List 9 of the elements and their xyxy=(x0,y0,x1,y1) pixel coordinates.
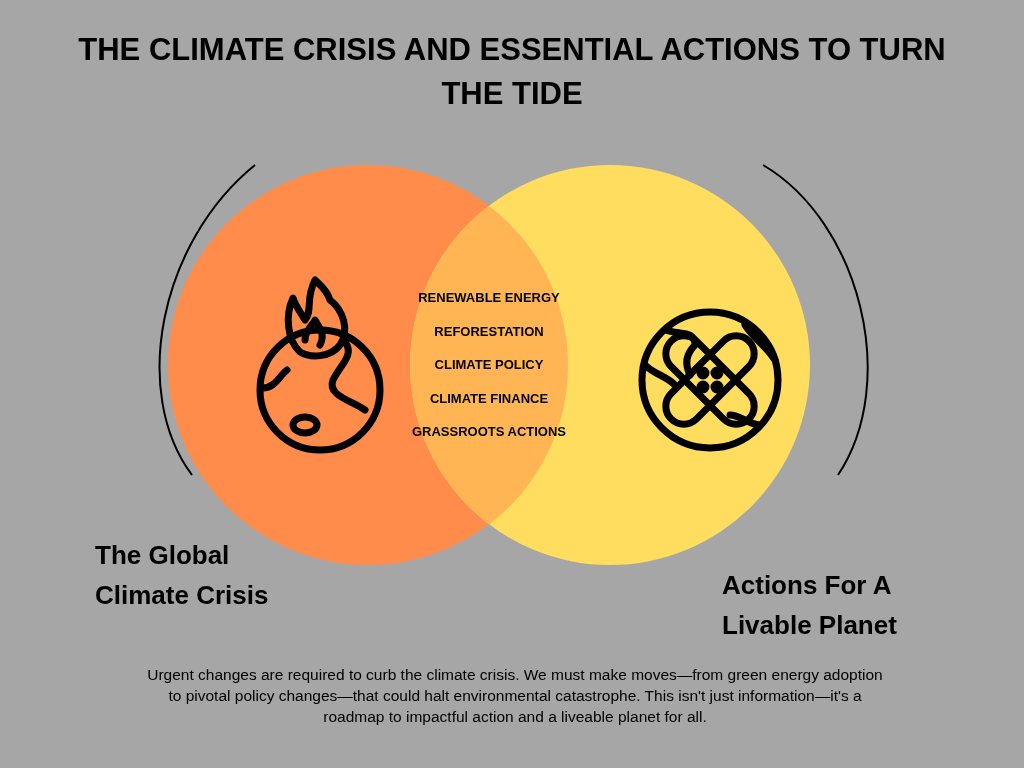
overlap-item: CLIMATE POLICY xyxy=(434,356,544,375)
overlap-item: CLIMATE FINANCE xyxy=(429,389,549,408)
overlap-item: REFORESTATION xyxy=(434,322,544,341)
circle-label: The Global Climate Crisis xyxy=(95,539,270,612)
overlap-item: GRASSROOTS ACTIONS xyxy=(411,423,567,442)
title: THE CLIMATE CRISIS AND ESSENTIAL ACTIONS TO TURN THE TIDE xyxy=(77,31,947,113)
overlap-item: RENEWABLE ENERGY xyxy=(418,289,560,308)
caption: Urgent changes are required to curb the climate crisis. We must make moves—from green energy adoption to pivotal policy changes—that could halt environmental catastrophe. This isn't just information—it's a roadmap to impactful action and a liveable planet for all. xyxy=(146,665,884,727)
circle-label: Actions For A Livable Planet xyxy=(722,569,898,642)
